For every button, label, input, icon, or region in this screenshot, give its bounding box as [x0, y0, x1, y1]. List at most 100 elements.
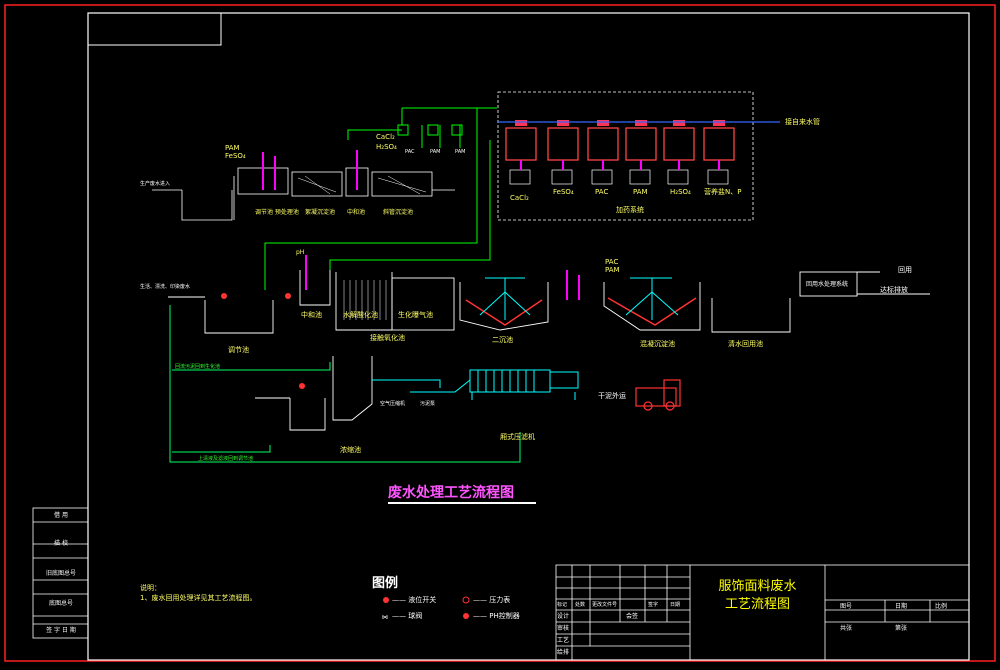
chem-metering-pump — [707, 169, 729, 185]
tb-rt-1: 图号 — [840, 603, 853, 610]
discharge-label: 达标排放 — [880, 286, 908, 294]
chem-5: H₂SO₄ — [670, 188, 691, 196]
dry-sludge-label: 干泥外运 — [598, 392, 626, 400]
valve-red — [299, 383, 305, 389]
tb-rb-1: 共张 — [840, 625, 853, 632]
top-tank-4: 斜管沉淀池 — [383, 209, 414, 216]
side-cell-1: 借 用 — [54, 512, 68, 519]
chem-metering-pump — [667, 169, 689, 185]
tb-rb-2: 第张 — [895, 625, 908, 632]
mid-4: 接触氧化池 — [370, 334, 405, 342]
sludge-lines — [372, 379, 471, 393]
chem-metering-pump — [551, 169, 573, 185]
chem-tank-mixer — [673, 120, 685, 126]
dose-top-2: FeSO₄ — [225, 152, 246, 160]
chem-tank — [625, 127, 657, 161]
filter-press-label: 厢式压滤机 — [500, 433, 535, 441]
side-cell-4: 底图总号 — [48, 600, 73, 607]
title-block — [555, 564, 970, 661]
tb-sign: 会签 — [626, 613, 639, 620]
legend-1: —— 液位开关 — [392, 596, 437, 604]
outer-frame — [4, 4, 996, 662]
side-table — [32, 507, 89, 639]
tb-row-4: 给排 — [557, 649, 570, 656]
chem-tank-mixer — [515, 120, 527, 126]
tb-h3: 更改文件号 — [592, 602, 618, 608]
chem-1: CaCl₂ — [510, 194, 529, 202]
pac-label: PAC — [605, 258, 619, 266]
legend-ball-valve-icon: ⋈ — [382, 614, 388, 621]
tb-rt-3: 比例 — [935, 603, 948, 610]
chem-metering-pump — [629, 169, 651, 185]
side-cell-2: 描 校 — [54, 540, 68, 547]
side-cell-3: 旧底图总号 — [45, 570, 76, 577]
pam-label: PAM — [605, 266, 620, 274]
chem-tank-mixer — [557, 120, 569, 126]
top-tank-1: 调节池 预处理池 — [255, 209, 299, 216]
sludge-tank-label: 浓缩池 — [340, 446, 361, 454]
aeration-fill — [343, 280, 387, 320]
tb-rt-2: 日期 — [895, 603, 908, 610]
top-tank-3: 中和池 — [347, 209, 366, 216]
chem-6: 营养盐N、P — [704, 188, 742, 196]
top-inlet-label: 生产废水进入 — [140, 181, 171, 187]
inner-frame — [87, 12, 970, 661]
sludge-label-1: 回流污泥回到生化池 — [175, 364, 221, 370]
top-tank-2: 絮凝沉淀池 — [305, 209, 336, 216]
legend-ph-controller-icon — [463, 613, 469, 619]
valve-red — [285, 293, 291, 299]
top-green-lines — [347, 107, 497, 148]
chem-3: PAC — [595, 188, 609, 196]
mid-5: 二沉池 — [492, 336, 513, 344]
legend-pressure-gauge-icon — [462, 596, 470, 604]
title-underline — [388, 502, 536, 504]
sludge-label-2: 上清液及滤液回到调节池 — [198, 456, 254, 462]
note-1: 1、废水回用处理详见其工艺流程图。 — [140, 594, 257, 602]
tb-row-3: 工艺 — [557, 637, 570, 644]
green-connectors — [264, 108, 491, 290]
filter-press — [469, 369, 579, 400]
chem-tank — [547, 127, 579, 161]
chem-tank — [703, 127, 735, 161]
chem-4: PAM — [633, 188, 648, 196]
chem-2: FeSO₄ — [553, 188, 574, 196]
mid-7: 清水回用池 — [728, 340, 763, 348]
chem-tank — [505, 127, 537, 161]
chem-tanks — [505, 120, 735, 185]
mid-8: 调节池 — [228, 346, 249, 354]
titleblock-title-2: 工艺流程图 — [724, 597, 790, 612]
tb-row-1: 设计 — [557, 613, 570, 620]
reuse-box-label: 回用水处理系统 — [806, 281, 849, 288]
side-cell-5: 签 字 日 期 — [46, 627, 76, 634]
reuse-label: 回用 — [898, 266, 912, 274]
legend-3: —— 球阀 — [392, 612, 423, 620]
inlet2-label: 生活、漂洗、印染废水 — [140, 284, 191, 290]
dose-top-1: PAM — [225, 144, 240, 152]
chem-tank — [663, 127, 695, 161]
valve-red — [221, 293, 227, 299]
tb-h4: 签字 — [648, 602, 659, 608]
sludge-return — [169, 305, 521, 463]
chem-system-box — [497, 91, 754, 221]
chem-tank — [587, 127, 619, 161]
chem-tank-mixer — [713, 120, 725, 126]
ph-label: pH — [296, 249, 305, 256]
drawing-title: 废水处理工艺流程图 — [388, 485, 514, 501]
chem-tank-mixer — [597, 120, 609, 126]
pump-1: 空气压缩机 — [380, 401, 406, 407]
chem-system-label: 加药系统 — [616, 206, 644, 214]
corner-box — [87, 12, 222, 46]
chem-metering-pump — [509, 169, 531, 185]
mid-1: 中和池 — [301, 311, 322, 319]
dose-small-1: PAC — [405, 149, 415, 155]
chem-tank-mixer — [635, 120, 647, 126]
tb-h5: 日期 — [670, 602, 681, 608]
legend-4: —— PH控制器 — [473, 612, 520, 620]
notes-title: 说明： — [140, 584, 161, 592]
dose-small-2: PAM — [430, 149, 441, 155]
mid-2: 水解酸化池 — [343, 311, 378, 319]
middle-process — [168, 270, 930, 334]
tb-row-2: 审核 — [557, 625, 570, 632]
